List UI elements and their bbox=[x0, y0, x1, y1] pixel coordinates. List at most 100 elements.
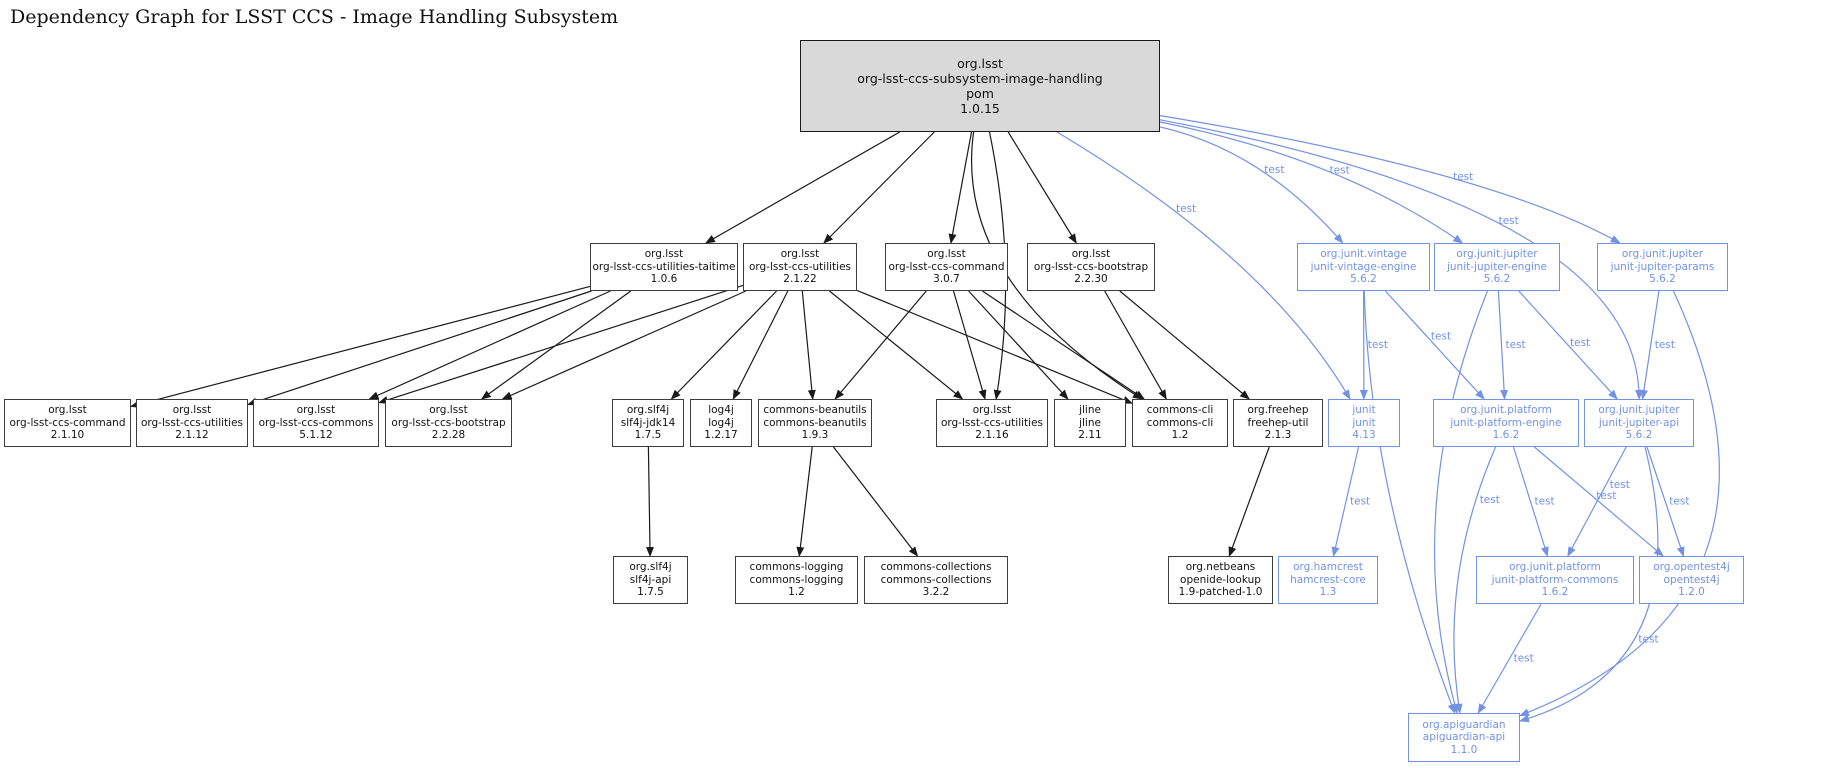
node-label-line: commons-beanutils bbox=[763, 404, 867, 417]
edge-n20-n28 bbox=[1534, 446, 1664, 557]
node-label-line: commons-collections bbox=[880, 561, 992, 574]
edge-scope-label-n0-n6: test bbox=[1330, 164, 1350, 176]
node-label-line: jline bbox=[1079, 416, 1101, 429]
node-label-line: 5.6.2 bbox=[1483, 273, 1511, 286]
node-label-line: org.lsst bbox=[972, 404, 1012, 417]
node-label-line: 2.1.3 bbox=[1264, 429, 1292, 442]
node-label-line: 4.13 bbox=[1352, 429, 1376, 442]
edge-n7-n21 bbox=[1639, 290, 1660, 400]
node-label-line: 1.2 bbox=[1171, 429, 1189, 442]
node-label-line: junit-jupiter-api bbox=[1598, 416, 1680, 429]
edge-n2-n11 bbox=[501, 290, 747, 400]
node-label-line: 1.7.5 bbox=[634, 429, 662, 442]
node-label-line: junit bbox=[1352, 416, 1376, 429]
edge-n0-n21 bbox=[1159, 119, 1644, 400]
node-label-line: org.freehep bbox=[1247, 404, 1309, 417]
node-label-line: 5.6.2 bbox=[1625, 429, 1653, 442]
node-label-line: 3.0.7 bbox=[933, 273, 960, 286]
edge-n21-n28 bbox=[1646, 446, 1685, 557]
node-label-line: 1.0.15 bbox=[960, 101, 1000, 117]
edge-n7-n29 bbox=[1519, 290, 1720, 717]
edge-scope-label-n0-n7: test bbox=[1453, 171, 1473, 183]
node-label-line: org-lsst-ccs-commons bbox=[258, 416, 374, 429]
node-label-line: org.junit.jupiter bbox=[1456, 248, 1538, 261]
node-label-line: org.lsst bbox=[780, 248, 820, 261]
node-label-line: 1.6.2 bbox=[1541, 586, 1569, 599]
edge-n4-n17 bbox=[1104, 290, 1167, 400]
node-label-line: log4j bbox=[708, 404, 734, 417]
node-label-line: org.lsst bbox=[48, 404, 87, 417]
node-label-line: commons-cli bbox=[1146, 416, 1214, 429]
edge-n20-n27 bbox=[1512, 446, 1549, 557]
edge-n2-n15 bbox=[829, 290, 964, 400]
node-label-line: 2.2.28 bbox=[431, 429, 466, 442]
graph-title: Dependency Graph for LSST CCS - Image Ha… bbox=[10, 6, 619, 28]
edge-n14-n24 bbox=[833, 446, 919, 557]
edge-n0-n19 bbox=[1056, 131, 1351, 400]
node-label-line: apiguardian-api bbox=[1422, 731, 1506, 744]
node-label-line: junit-vintage-engine bbox=[1310, 260, 1417, 273]
node-label-line: 1.0.6 bbox=[650, 273, 678, 286]
node-label-line: openide-lookup bbox=[1180, 573, 1261, 586]
edge-n5-n20 bbox=[1384, 290, 1485, 400]
node-label-line: junit-jupiter-engine bbox=[1446, 260, 1548, 273]
edge-n19-n26 bbox=[1331, 446, 1360, 557]
node-label-line: org.lsst bbox=[429, 404, 468, 417]
edge-n21-n27 bbox=[1567, 446, 1627, 557]
edge-scope-label-n0-n19: test bbox=[1176, 203, 1196, 215]
edge-n2-n14 bbox=[801, 290, 816, 400]
node-label-line: 3.2.2 bbox=[922, 586, 950, 599]
edge-n6-n20 bbox=[1497, 290, 1509, 400]
edge-scope-label-n21-n27: test bbox=[1610, 479, 1630, 491]
node-label-line: org.lsst bbox=[957, 55, 1003, 71]
edge-n0-n7 bbox=[1159, 115, 1621, 244]
node-label-line: org.slf4j bbox=[626, 404, 670, 417]
edge-n0-n6 bbox=[1159, 121, 1464, 244]
edge-n14-n23 bbox=[796, 446, 813, 557]
node-label-line: org.lsst bbox=[644, 248, 684, 261]
edge-scope-label-n20-n29: test bbox=[1480, 494, 1500, 506]
edge-n3-n14 bbox=[834, 290, 927, 400]
node-label-line: 1.7.5 bbox=[637, 586, 664, 599]
node-label-line: org-lsst-ccs-subsystem-image-handling bbox=[857, 70, 1103, 86]
edge-n18-n25 bbox=[1228, 446, 1270, 557]
edge-n5-n29 bbox=[1363, 290, 1456, 714]
node-label-line: junit-platform-engine bbox=[1450, 416, 1562, 429]
node-label-line: 1.6.2 bbox=[1492, 429, 1520, 442]
node-label-line: org-lsst-ccs-command bbox=[9, 416, 126, 429]
node-label-line: 1.3 bbox=[1319, 586, 1337, 599]
node-label-line: opentest4j bbox=[1663, 573, 1720, 586]
node-label-line: commons-logging bbox=[749, 573, 844, 586]
edge-scope-label-n20-n27: test bbox=[1535, 496, 1555, 508]
edge-scope-label-n20-n28: test bbox=[1596, 490, 1616, 502]
edge-scope-label-n5-n19: test bbox=[1368, 339, 1388, 351]
node-label-line: org-lsst-ccs-bootstrap bbox=[391, 416, 506, 429]
node-label-line: jline bbox=[1079, 404, 1101, 417]
edge-n0-n3 bbox=[948, 131, 973, 244]
node-label-line: freehep-util bbox=[1247, 416, 1309, 429]
edge-n3-n17 bbox=[982, 290, 1145, 400]
node-label-line: commons-cli bbox=[1146, 404, 1214, 417]
node-label-line: org-lsst-ccs-command bbox=[888, 260, 1005, 273]
node-label-line: pom bbox=[966, 86, 994, 101]
node-label-line: org.lsst bbox=[1071, 248, 1111, 261]
node-label-line: 1.9-patched-1.0 bbox=[1178, 586, 1263, 599]
edge-n4-n18 bbox=[1119, 290, 1250, 400]
node-label-line: org.apiguardian bbox=[1422, 718, 1506, 731]
node-label-line: 5.6.2 bbox=[1649, 273, 1676, 286]
edge-n2-n10 bbox=[378, 284, 744, 404]
node-label-line: junit bbox=[1352, 404, 1376, 417]
node-label-line: org.lsst bbox=[296, 404, 336, 417]
edge-n0-n5 bbox=[1159, 126, 1344, 244]
